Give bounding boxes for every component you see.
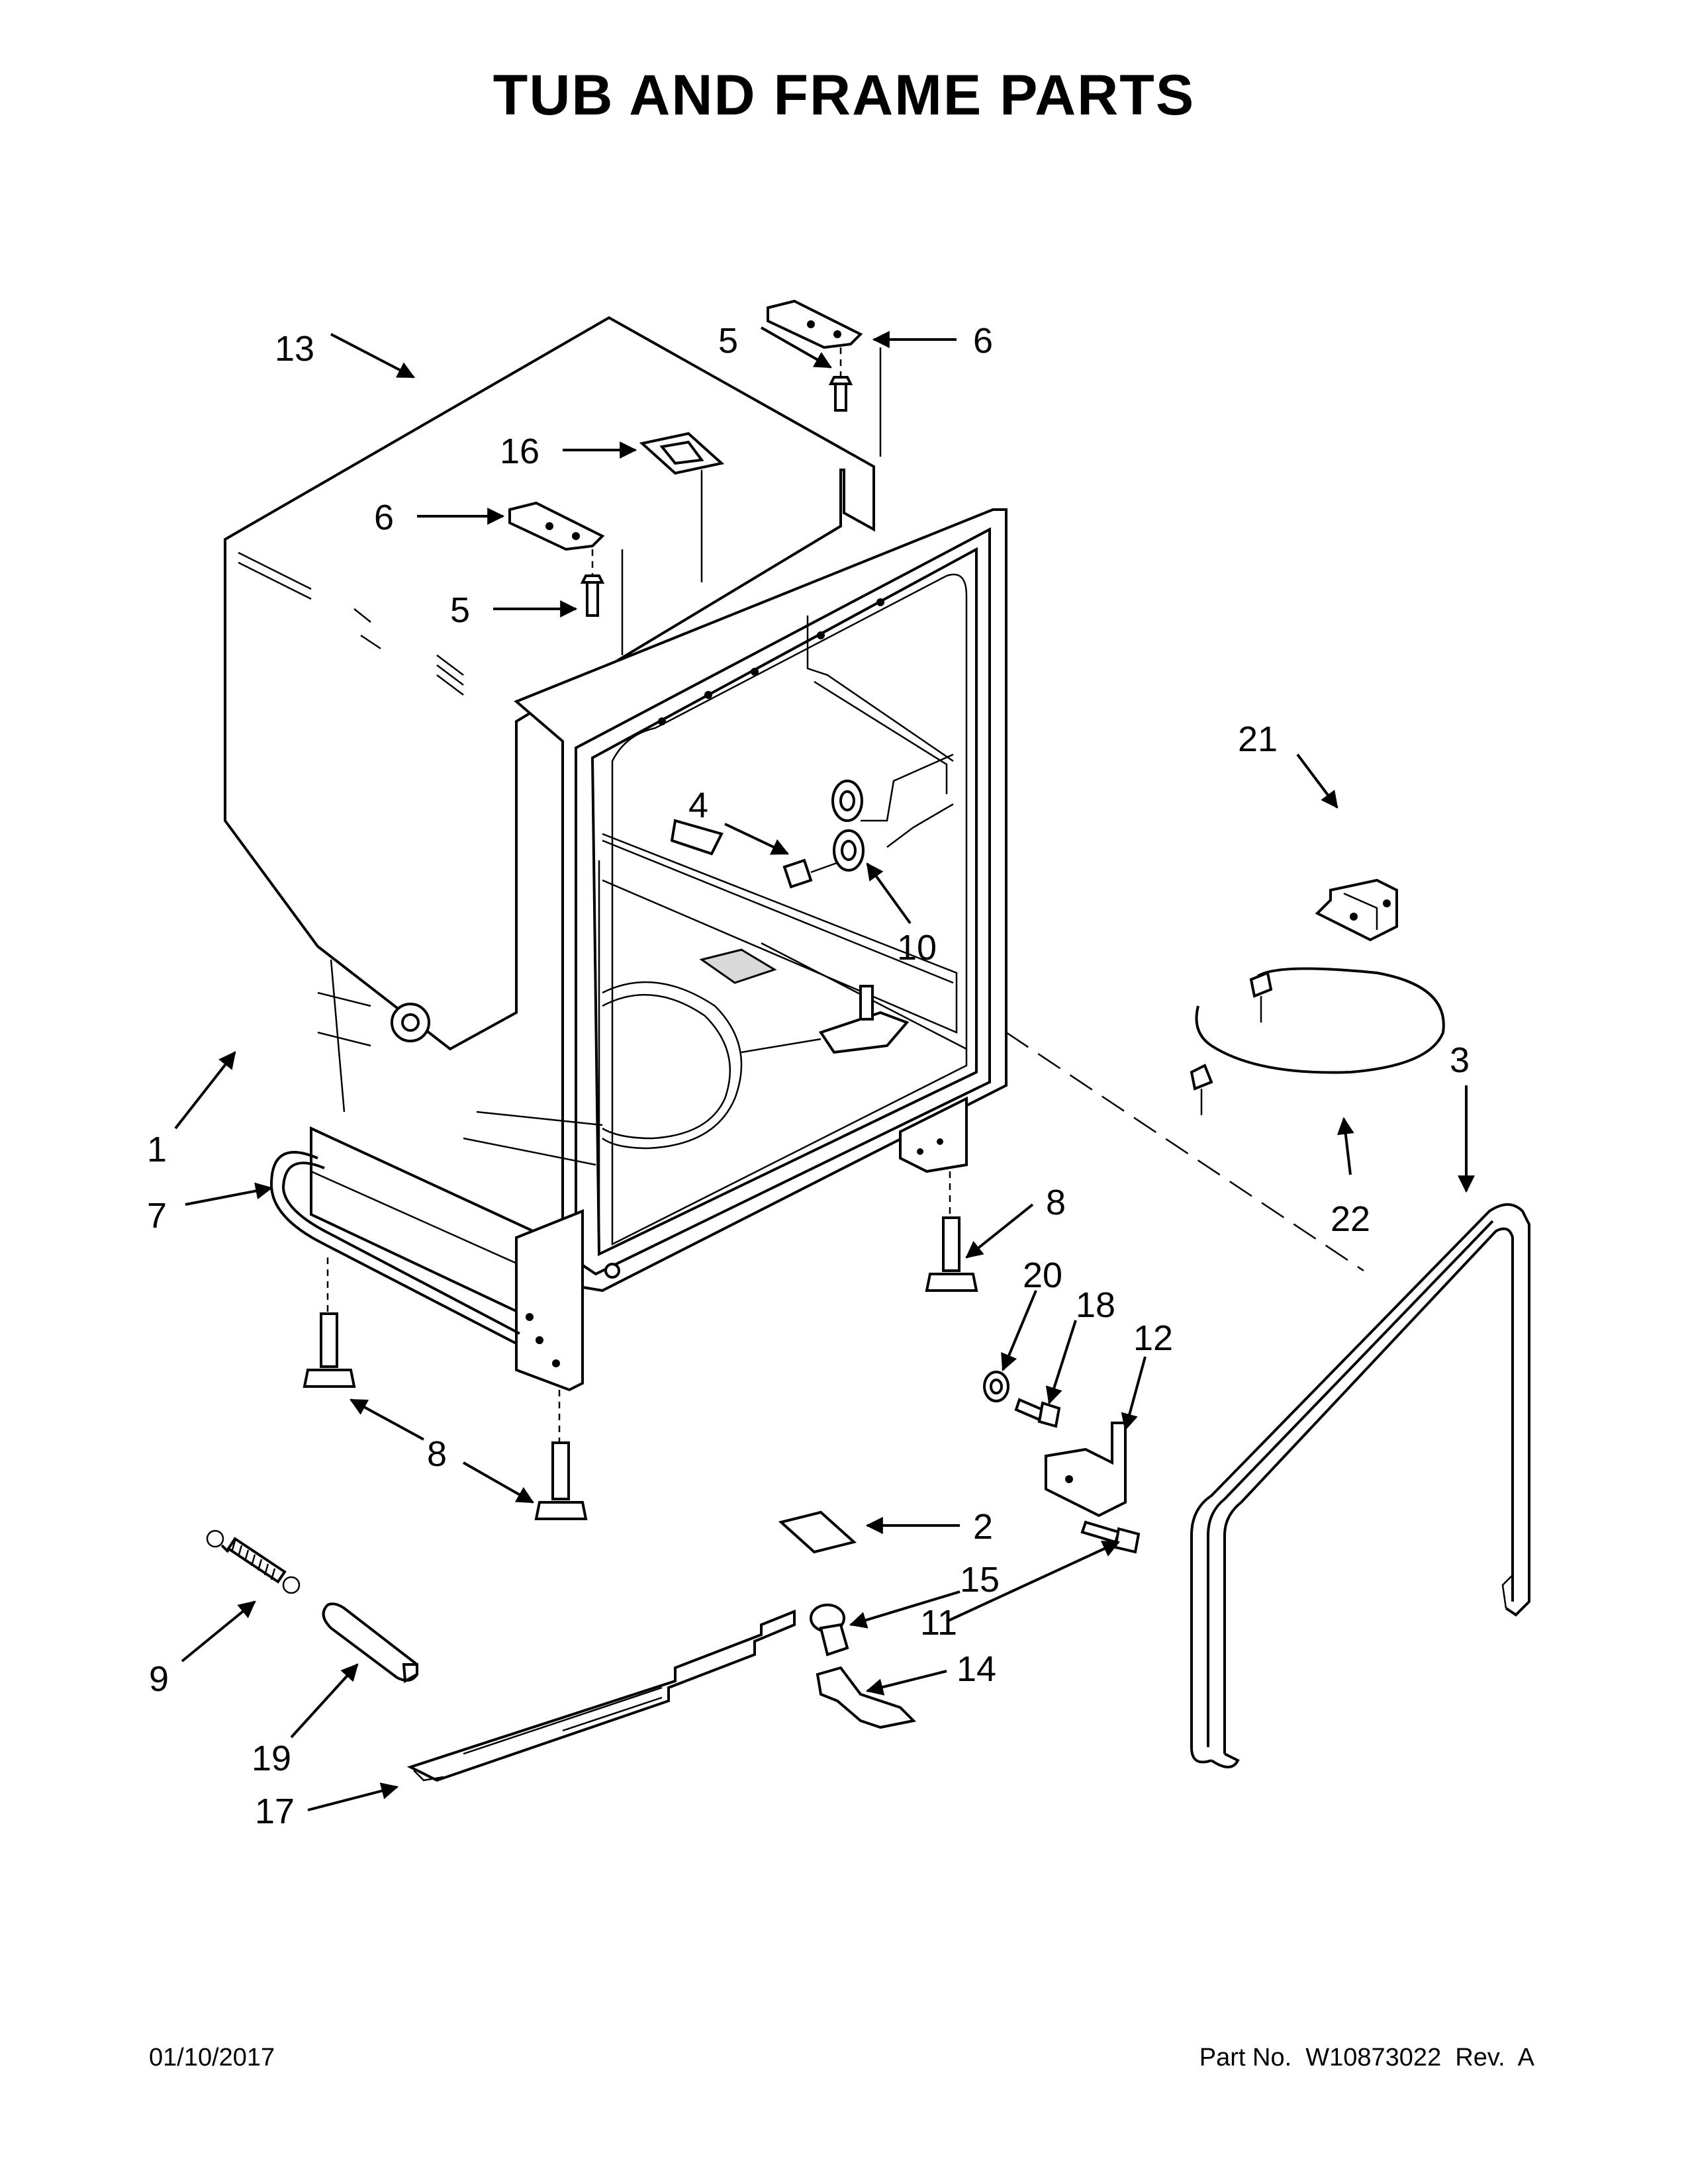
- callout-13: 13: [275, 329, 314, 369]
- part-9-spring: [206, 1529, 301, 1594]
- callout-10: 10: [897, 928, 937, 968]
- part-8-leveling-leg-center: [534, 1390, 588, 1520]
- footer-date: 01/10/2017: [149, 2044, 275, 2071]
- page-title: TUB AND FRAME PARTS: [492, 64, 1196, 127]
- callout-16: 16: [500, 432, 539, 471]
- callout-14: 14: [957, 1649, 996, 1689]
- tub-side-panel: [224, 316, 875, 1051]
- callout-6-top: 6: [973, 321, 993, 361]
- part-8-leveling-leg-left: [303, 1257, 356, 1388]
- callout-18: 18: [1076, 1285, 1115, 1325]
- callout-12: 12: [1133, 1318, 1173, 1358]
- part-20-washer: [983, 1371, 1009, 1402]
- part-6-bracket-top: [767, 299, 863, 349]
- callout-7: 7: [147, 1196, 167, 1236]
- callout-21: 21: [1238, 719, 1278, 759]
- callout-9: 9: [149, 1659, 169, 1699]
- callout-arrows: [174, 326, 1475, 1811]
- part-15-sensor: [810, 1604, 849, 1657]
- part-21-bracket: [1315, 878, 1398, 942]
- callout-1: 1: [147, 1130, 167, 1169]
- part-10-fittings: [831, 780, 865, 872]
- part-18-screw: [1014, 1398, 1061, 1428]
- part-17-cover: [406, 1610, 796, 1782]
- callout-19: 19: [252, 1739, 291, 1778]
- callout-15: 15: [960, 1560, 1000, 1600]
- left-base-rail: [310, 1096, 968, 1392]
- callout-20: 20: [1023, 1255, 1062, 1295]
- part-6-bracket-mid: [508, 501, 605, 551]
- footer-part-number: Part No. W10873022 Rev. A: [1199, 2044, 1534, 2071]
- part-5-screw-top: [828, 347, 882, 457]
- tub-interior: [317, 615, 967, 1166]
- part-22-wire-harness: [1190, 967, 1445, 1115]
- part-19-pad: [322, 1602, 418, 1684]
- part-2-pad: [778, 1510, 857, 1554]
- part-5-screw-mid: [580, 549, 624, 655]
- callout-17: 17: [255, 1792, 295, 1831]
- callout-22: 22: [1331, 1199, 1370, 1239]
- assembly-guide-line: [1006, 1031, 1364, 1272]
- part-12-bracket: [1045, 1422, 1127, 1518]
- callout-2: 2: [973, 1507, 993, 1547]
- callout-labels: 13 6 5 16 6 5 4 10 21 22 3 1 7 8 20 18 1…: [147, 321, 1470, 1831]
- callout-8-right: 8: [1046, 1183, 1066, 1222]
- callout-4: 4: [688, 786, 708, 825]
- callout-11: 11: [920, 1603, 957, 1643]
- part-3-door-gasket: [1190, 1203, 1530, 1768]
- callout-5-top: 5: [718, 321, 738, 361]
- part-14-bracket: [816, 1666, 917, 1729]
- part-16-clip: [639, 432, 725, 582]
- part-11-screw: [1080, 1520, 1141, 1554]
- callout-8-bottom: 8: [427, 1434, 447, 1474]
- callout-5-mid: 5: [450, 590, 470, 630]
- tub-front-frame: [514, 508, 1008, 1293]
- callout-6-mid: 6: [374, 498, 394, 537]
- part-8-leveling-leg-right: [925, 1171, 978, 1292]
- callout-3: 3: [1450, 1040, 1470, 1080]
